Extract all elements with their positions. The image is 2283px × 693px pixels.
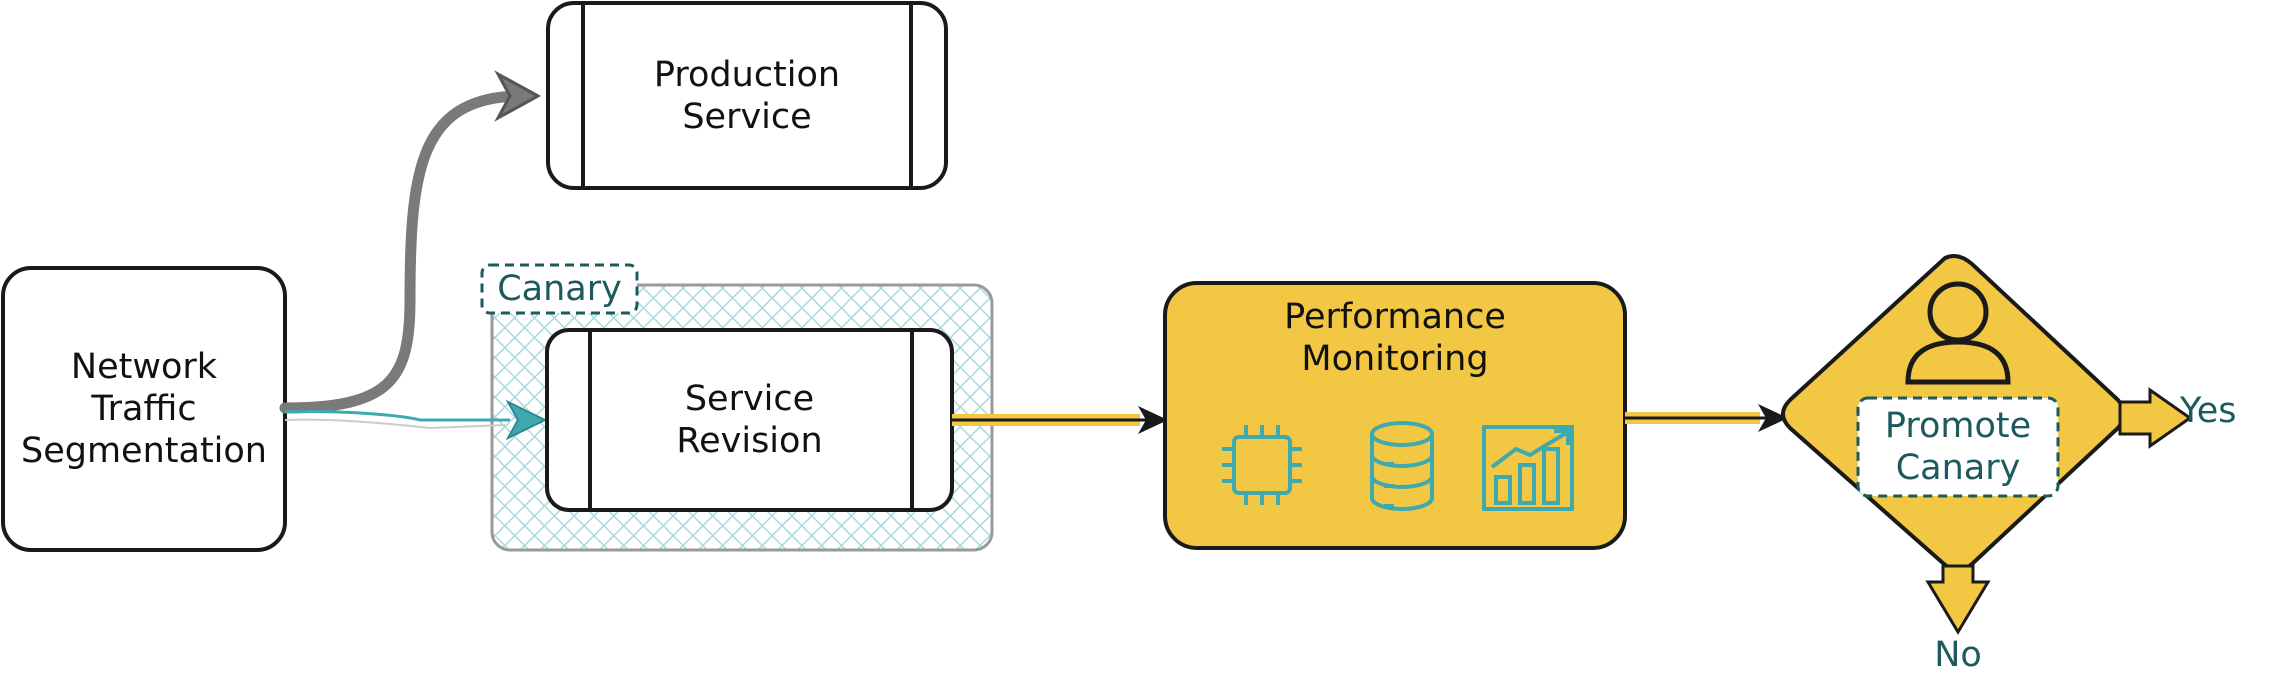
performance-monitoring-line2: Monitoring (1301, 339, 1489, 379)
service-revision-line1: Service (684, 379, 815, 419)
arrow-to-production-head (494, 70, 542, 122)
arrow-to-service-revision-head (505, 399, 548, 441)
yes-label: Yes (2180, 391, 2237, 431)
promote-canary-line1: Promote (1884, 406, 2032, 446)
arrow-to-service-revision (284, 410, 510, 422)
production-service-line2: Service (682, 96, 812, 137)
arrow-to-production (279, 90, 521, 414)
production-service-label: Production Service (548, 3, 946, 188)
promote-canary-line2: Canary (1895, 448, 2021, 488)
canary-tag-box (480, 263, 639, 315)
no-label: No (1934, 635, 1982, 675)
performance-monitoring-label: Performance Monitoring (1165, 296, 1625, 380)
network-traffic-line2: Traffic (91, 389, 197, 429)
service-revision-line2: Revision (676, 421, 823, 461)
service-revision-label: Service Revision (547, 330, 952, 510)
promote-canary-box (1856, 396, 2060, 498)
network-traffic-line3: Segmentation (21, 431, 267, 471)
network-traffic-line1: Network (70, 347, 218, 387)
growth-chart-icon (1482, 425, 1574, 511)
cpu-icon (1222, 425, 1302, 505)
canary-tag-label: Canary (482, 265, 637, 313)
canary-tag-text: Canary (497, 269, 622, 309)
production-service-box (546, 1, 948, 190)
performance-monitoring-line1: Performance (1284, 297, 1506, 337)
database-icon (1370, 421, 1434, 511)
production-service-line1: Production (653, 54, 841, 95)
yes-arrow (2118, 387, 2193, 449)
promote-canary-label: Promote Canary (1858, 398, 2058, 496)
user-icon (1905, 281, 2011, 385)
network-traffic-label: Network Traffic Segmentation (3, 268, 285, 550)
no-arrow (1925, 564, 1991, 635)
